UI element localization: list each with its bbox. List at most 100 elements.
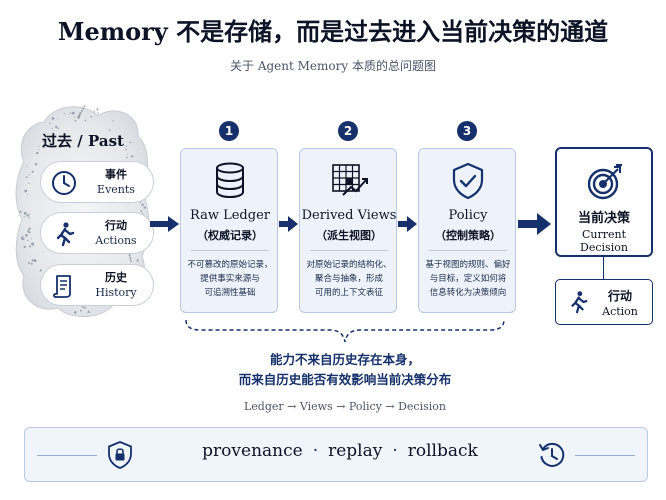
speckle-dot [43, 146, 46, 148]
decision-title-en: Current Decision [580, 228, 628, 254]
speckle-dot [139, 201, 142, 204]
past-item-label-en: Events [97, 183, 135, 196]
speckle-dot [72, 111, 75, 115]
speckle-dot [33, 259, 37, 262]
step-title-en: Derived Views [301, 208, 397, 223]
step-description: 不可篡改的原始记录，提供事实来源与可追溯性基础 [187, 260, 273, 298]
speckle-dot [129, 258, 132, 260]
speckle-dot [129, 255, 131, 257]
speckle-dot [129, 141, 132, 144]
past-item-label-en: History [95, 286, 137, 299]
arrow-right-icon [518, 213, 551, 235]
step-description: 基于视图的规则、偏好与目标，定义如何将信息转化为决策倾向 [425, 260, 511, 298]
speckle-dot [97, 112, 99, 114]
speckle-dot [80, 309, 82, 312]
speckle-dot [38, 145, 40, 147]
step-card-derived-views: Derived Views （派生视图） 对原始记录的结构化、聚合与抽象，形成可… [299, 148, 397, 313]
step-title-en: Raw Ledger [190, 208, 270, 223]
step-title-zh: （派生视图） [316, 229, 382, 242]
speckle-dot [52, 134, 55, 137]
speckle-dot [31, 259, 34, 262]
shield-lock-icon [108, 441, 132, 469]
speckle-dot [23, 216, 25, 218]
divider [191, 250, 269, 251]
speckle-dot [27, 230, 30, 233]
connector-line [603, 257, 604, 279]
speckle-dot [24, 211, 27, 214]
speckle-dot [82, 107, 85, 110]
speckle-dot [28, 227, 31, 230]
speckle-dot [137, 260, 139, 263]
action-title-zh: 行动 [607, 289, 632, 303]
action-title-en: Action [602, 305, 638, 318]
speckle-dot [88, 311, 91, 313]
speckle-dot [26, 165, 28, 167]
speckle-dot [108, 129, 111, 131]
step-card-raw-ledger: Raw Ledger （权威记录） 不可篡改的原始记录，提供事实来源与可追溯性基… [180, 148, 278, 313]
past-item-actions: 行动 Actions [40, 212, 154, 254]
speckle-dot [43, 140, 45, 142]
past-item-events: 事件 Events [40, 161, 154, 203]
speckle-dot [57, 118, 59, 120]
speckle-dot [81, 109, 83, 112]
step-card-policy: Policy （控制策略） 基于视图的规则、偏好与目标，定义如何将信息转化为决策… [418, 148, 516, 313]
speckle-dot [51, 135, 53, 137]
speckle-dot [69, 112, 72, 114]
speckle-dot [27, 239, 29, 242]
speckle-dot [84, 306, 87, 309]
speckle-dot [51, 117, 55, 120]
speckle-dot [49, 122, 51, 124]
speckle-dot [74, 119, 77, 122]
speckle-dot [31, 242, 35, 246]
speckle-dot [28, 213, 30, 216]
step-title-en: Policy [448, 208, 488, 223]
bottom-keywords: provenance·replay·rollback [202, 441, 478, 461]
speckle-dot [96, 108, 99, 111]
speckle-dot [140, 210, 143, 213]
speckle-dot [51, 127, 53, 129]
past-item-label-zh: 事件 [105, 168, 127, 181]
step-title-zh: （权威记录） [197, 229, 263, 242]
speckle-dot [57, 127, 60, 129]
speckle-dot [142, 204, 144, 206]
speckle-dot [24, 189, 28, 193]
speckle-dot [20, 237, 24, 240]
speckle-dot [83, 105, 86, 108]
runner-icon [571, 291, 588, 314]
speckle-dot [93, 111, 95, 113]
speckle-dot [36, 151, 39, 155]
past-item-history: 历史 History [40, 264, 154, 306]
past-item-label-zh: 历史 [105, 271, 127, 284]
speckle-dot [28, 174, 30, 176]
speckle-dot [55, 125, 58, 128]
step-title-zh: （控制策略） [435, 229, 501, 242]
speckle-dot [90, 115, 92, 118]
speckle-dot [131, 155, 134, 158]
history-icon [539, 442, 565, 467]
brace-dashed [185, 319, 505, 343]
speckle-dot [73, 116, 75, 118]
speckle-dot [26, 214, 29, 217]
speckle-dot [28, 261, 31, 264]
speckle-dot [30, 238, 32, 240]
target-icon [587, 164, 622, 200]
action-box: 行动 Action [555, 279, 653, 325]
speckle-dot [26, 194, 28, 196]
current-decision-box: 当前决策 Current Decision [555, 147, 653, 257]
speckle-dot [25, 234, 28, 237]
flow-summary: Ledger → Views → Policy → Decision [243, 400, 446, 413]
arrow-right-icon [398, 216, 417, 232]
database-icon [216, 162, 244, 199]
divider [429, 250, 507, 251]
past-item-label-en: Actions [95, 234, 137, 247]
page-subtitle: 关于 Agent Memory 本质的总问题图 [230, 59, 436, 73]
speckle-dot [125, 145, 128, 148]
speckle-dot [22, 235, 24, 238]
step-description: 对原始记录的结构化、聚合与抽象，形成可用的上下文表征 [306, 260, 392, 298]
speckle-dot [39, 269, 42, 272]
divider [310, 250, 388, 251]
decision-title-zh: 当前决策 [577, 211, 630, 226]
speckle-dot [126, 156, 128, 159]
speckle-dot [63, 113, 66, 115]
speckle-dot [84, 119, 87, 122]
